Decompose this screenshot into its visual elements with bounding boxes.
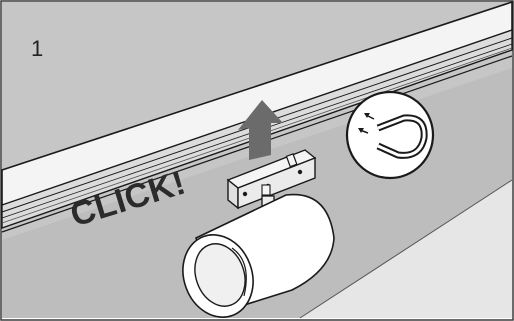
arrow-up-icon [238,100,283,160]
step-number: 1 [31,36,44,61]
spotlight-body [182,193,335,318]
panel-edge [299,179,513,319]
magnet-icon [345,90,435,180]
magnetic-adapter [226,149,317,210]
